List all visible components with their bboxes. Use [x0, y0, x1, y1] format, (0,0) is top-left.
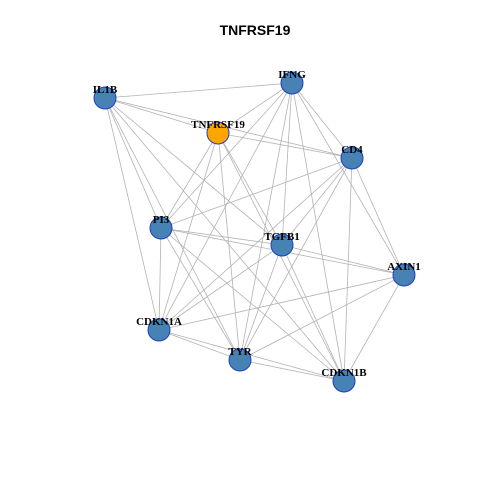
- node-ifng: [280, 71, 304, 95]
- edge-il1b-cd4: [104, 97, 353, 159]
- node-pi3: [149, 216, 173, 240]
- edge-il1b-tyr: [104, 97, 241, 361]
- node-label-axin1: AXIN1: [387, 261, 421, 273]
- edge-tnfrsf19-tgfb1: [217, 132, 283, 246]
- node-il1b: [93, 86, 117, 110]
- edge-ifng-cd4: [291, 82, 353, 159]
- edge-ifng-cdkn1b: [291, 82, 345, 382]
- node-label-tyr: TYR: [228, 346, 252, 358]
- node-axin1: [392, 263, 416, 287]
- edge-tyr-cdkn1b: [239, 359, 345, 382]
- edge-cd4-tgfb1: [281, 157, 353, 246]
- edge-il1b-cdkn1b: [104, 97, 345, 382]
- edge-pi3-tyr: [160, 227, 241, 361]
- edge-layer: [104, 82, 405, 382]
- edge-ifng-tyr: [239, 82, 293, 361]
- edge-cd4-tyr: [239, 157, 353, 361]
- edge-tgfb1-cdkn1b: [281, 244, 345, 382]
- node-cd4: [340, 146, 364, 170]
- edge-tnfrsf19-tyr: [217, 132, 241, 361]
- node-label-tnfrsf19: TNFRSF19: [191, 119, 245, 131]
- edge-cd4-cdkn1b: [343, 157, 353, 382]
- edge-cd4-pi3: [160, 157, 353, 229]
- node-label-cd4: CD4: [341, 144, 363, 156]
- node-label-pi3: PI3: [153, 214, 170, 226]
- edge-il1b-tnfrsf19: [104, 97, 219, 134]
- node-cdkn1b: [332, 369, 356, 393]
- edge-tnfrsf19-pi3: [160, 132, 219, 229]
- edge-ifng-tnfrsf19: [217, 82, 293, 134]
- edge-cd4-cdkn1a: [158, 157, 353, 331]
- node-label-cdkn1b: CDKN1B: [321, 367, 367, 379]
- edge-il1b-tgfb1: [104, 97, 283, 246]
- edge-cdkn1a-cdkn1b: [158, 329, 345, 382]
- node-label-cdkn1a: CDKN1A: [136, 316, 182, 328]
- edge-il1b-ifng: [104, 82, 293, 99]
- node-label-il1b: IL1B: [93, 84, 118, 96]
- edge-pi3-tgfb1: [160, 227, 283, 246]
- edge-il1b-cdkn1a: [104, 97, 160, 331]
- edge-axin1-cdkn1b: [343, 274, 405, 382]
- edge-pi3-cdkn1a: [158, 227, 162, 331]
- edge-tnfrsf19-cdkn1b: [217, 132, 345, 382]
- edge-ifng-tgfb1: [281, 82, 293, 246]
- node-label-ifng: IFNG: [278, 69, 306, 81]
- edge-tnfrsf19-cd4: [217, 132, 353, 159]
- edge-cd4-axin1: [351, 157, 405, 276]
- node-label-tgfb1: TGFB1: [264, 231, 299, 243]
- edge-pi3-cdkn1b: [160, 227, 345, 382]
- edge-axin1-tyr: [239, 274, 405, 361]
- node-tgfb1: [270, 233, 294, 257]
- node-tnfrsf19: [206, 121, 230, 145]
- edge-tgfb1-cdkn1a: [158, 244, 283, 331]
- edge-cdkn1a-tyr: [158, 329, 241, 361]
- edge-il1b-pi3: [104, 97, 162, 229]
- edge-ifng-pi3: [160, 82, 293, 229]
- edge-axin1-cdkn1a: [158, 274, 405, 331]
- node-tyr: [228, 348, 252, 372]
- edge-tgfb1-tyr: [239, 244, 283, 361]
- node-cdkn1a: [147, 318, 171, 342]
- edge-tgfb1-axin1: [281, 244, 405, 276]
- edge-ifng-axin1: [291, 82, 405, 276]
- diagram-title: TNFRSF19: [220, 22, 291, 38]
